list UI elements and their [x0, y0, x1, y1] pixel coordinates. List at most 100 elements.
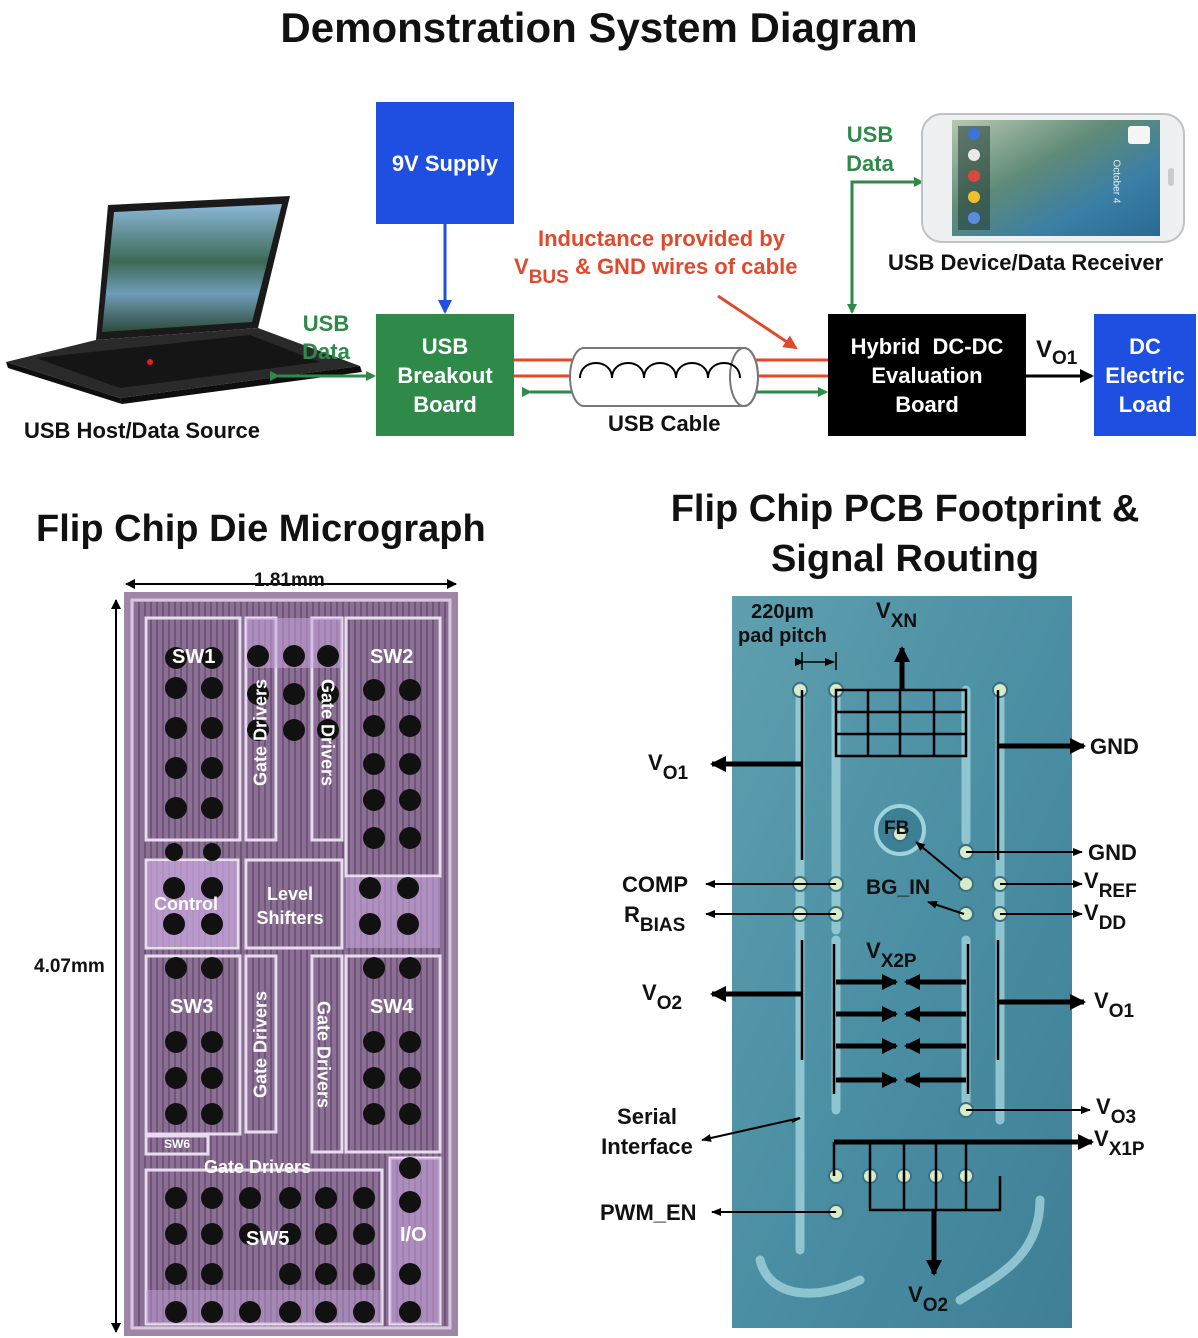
pcb-vo1-right: VO1: [1094, 988, 1134, 1022]
pcb-vo3: VO3: [1096, 1094, 1136, 1128]
die-sw2: SW2: [370, 646, 414, 668]
die-sw4: SW4: [370, 996, 414, 1018]
pcb-serial-interface: Serial Interface: [592, 1102, 702, 1162]
die-level-shifters: Level Shifters: [250, 882, 330, 930]
pad-pitch-label: 220µm pad pitch: [738, 600, 827, 648]
breakout-line3: Board: [413, 391, 477, 417]
usb-data-right-line2: Data: [846, 151, 894, 176]
pcb-rbias: RBIAS: [624, 902, 685, 936]
die-control: Control: [154, 894, 218, 914]
pcb-title-line1: Flip Chip PCB Footprint &: [670, 488, 1140, 530]
breakout-line1: USB: [421, 333, 469, 359]
level-shifters-line2: Shifters: [256, 908, 324, 928]
vo1-system-v: V: [1036, 336, 1053, 363]
usb-cable-label: USB Cable: [608, 411, 721, 436]
pcb-bg-in: BG_IN: [866, 876, 931, 899]
pcb-vx1p: VX1P: [1094, 1126, 1145, 1160]
pcb-vx2p-v: V: [866, 938, 881, 963]
page-title: Demonstration System Diagram: [280, 4, 918, 51]
laptop-label: USB Host/Data Source: [24, 418, 260, 443]
vbus-sub: BUS: [528, 267, 569, 288]
die-title: Flip Chip Die Micrograph: [36, 508, 486, 550]
pcb-vo3-v: V: [1096, 1094, 1111, 1119]
dc-electric-load: [1094, 314, 1196, 436]
pcb-comp: COMP: [622, 872, 688, 897]
eval-line3: Board: [895, 391, 959, 417]
pcb-vo1-right-sub: O1: [1108, 1001, 1135, 1022]
usb-cable: [514, 347, 828, 407]
pcb-rbias-r: R: [624, 902, 640, 927]
pad-pitch-line1: 220µm: [751, 601, 814, 623]
pcb-vref-sub: REF: [1098, 881, 1137, 902]
pcb-vo2-bottom-sub: O2: [922, 1295, 949, 1316]
usb-breakout-board: [376, 314, 514, 436]
usb-data-left-line1: USB: [302, 311, 350, 336]
pcb-serial-line1: Serial: [617, 1104, 677, 1129]
eval-line1: Hybrid DC-DC: [850, 333, 1004, 359]
eval-board-label: Hybrid DC-DC Evaluation Board: [828, 314, 1026, 436]
phone-date-text: October 4: [1110, 159, 1122, 204]
pcb-title: Flip Chip PCB Footprint & Signal Routing: [620, 484, 1190, 584]
pcb-vxn-sub: XN: [890, 611, 918, 632]
die-sw3: SW3: [170, 996, 214, 1018]
die-sw6: SW6: [164, 1137, 191, 1151]
usb-data-right-label: USB Data: [840, 120, 900, 178]
pcb-title-line2: Signal Routing: [770, 538, 1040, 580]
vo1-system-sub: O1: [1052, 348, 1078, 369]
pcb-vo2-left: VO2: [642, 980, 682, 1014]
usb-data-left-label: USB Data: [296, 310, 356, 366]
pcb-vo1-left-v: V: [648, 750, 663, 775]
eval-line2: Evaluation: [871, 362, 983, 388]
vbus-v: V: [514, 254, 529, 279]
pcb-vdd-v: V: [1084, 900, 1099, 925]
load-line1: DC: [1129, 333, 1161, 359]
pcb-rbias-sub: BIAS: [639, 915, 686, 936]
pcb-serial-line2: Interface: [601, 1134, 693, 1159]
pcb-vo1-right-v: V: [1094, 988, 1109, 1013]
supply-label: 9V Supply: [391, 150, 499, 176]
pcb-gnd-top: GND: [1090, 734, 1139, 759]
pcb-vo2-left-sub: O2: [656, 993, 683, 1014]
pcb-vdd: VDD: [1084, 900, 1126, 934]
inductance-line2: & GND wires of cable: [574, 254, 798, 279]
inductance-line2-wrap: VBUS & GND wires of cable: [514, 254, 798, 288]
supply-box: [376, 102, 514, 224]
pcb-vxn: VXN: [876, 598, 917, 632]
load-label: DC Electric Load: [1094, 314, 1196, 436]
breakout-label: USB Breakout Board: [376, 314, 514, 436]
level-shifters-line1: Level: [266, 884, 314, 904]
pcb-fb: FB: [884, 818, 910, 839]
pcb-vx1p-v: V: [1094, 1126, 1109, 1151]
pcb-vo1-left-sub: O1: [662, 763, 689, 784]
pcb-vx2p-sub: X2P: [880, 951, 917, 972]
usb-data-left-line2: Data: [302, 339, 350, 364]
system-diagram: [6, 102, 1196, 436]
die-sw1: SW1: [172, 646, 216, 668]
pcb-vo1-left: VO1: [648, 750, 688, 784]
pcb-vo3-sub: O3: [1110, 1107, 1137, 1128]
pcb-vo2-bottom-v: V: [908, 1282, 923, 1307]
pcb-pwm-en: PWM_EN: [600, 1200, 697, 1225]
load-line3: Load: [1118, 391, 1172, 417]
pcb-vdd-sub: DD: [1098, 913, 1127, 934]
die-gate-drivers-5: Gate Drivers: [204, 1157, 312, 1177]
pcb-vo2-left-v: V: [642, 980, 657, 1005]
die-height-label: 4.07mm: [34, 956, 105, 977]
pcb-gnd-mid: GND: [1088, 840, 1137, 865]
hybrid-dcdc-evaluation-board: [828, 314, 1026, 436]
die-micrograph: [111, 579, 458, 1336]
usb-data-right-line1: USB: [846, 122, 894, 147]
pcb-vx2p: VX2P: [866, 938, 917, 972]
die-io: I/O: [400, 1224, 427, 1246]
die-width-label: 1.81mm: [254, 570, 325, 591]
pad-pitch-line2: pad pitch: [738, 625, 827, 647]
phone-label: USB Device/Data Receiver: [888, 250, 1164, 275]
die-sw5: SW5: [246, 1228, 290, 1250]
breakout-line2: Breakout: [397, 362, 493, 388]
pcb-vx1p-sub: X1P: [1108, 1139, 1145, 1160]
vo1-system-label: VO1: [1036, 336, 1077, 369]
phone-image: [921, 113, 1185, 243]
pcb-vo2-bottom: VO2: [908, 1282, 948, 1316]
load-line2: Electric: [1105, 362, 1185, 388]
